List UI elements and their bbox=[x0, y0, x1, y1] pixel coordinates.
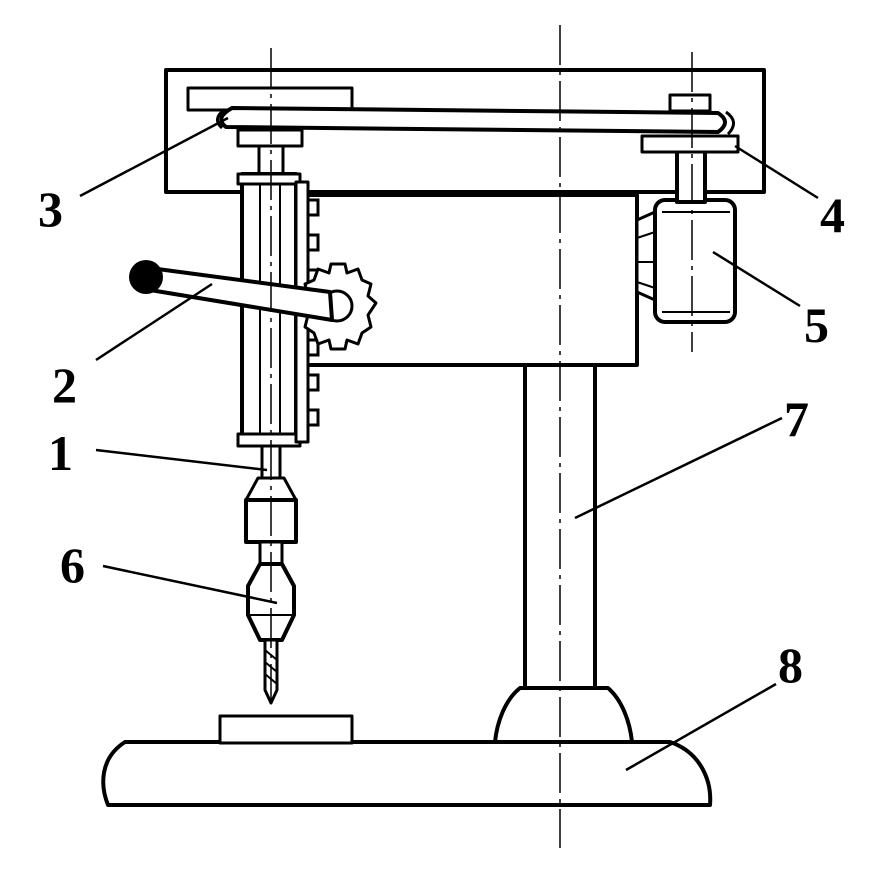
label-7: 7 bbox=[784, 391, 809, 447]
label-5: 5 bbox=[804, 297, 829, 353]
motor bbox=[653, 198, 737, 324]
motor-pulley-top bbox=[668, 93, 712, 113]
base-plate bbox=[101, 740, 713, 807]
label-1: 1 bbox=[48, 425, 73, 481]
leader-1 bbox=[95, 448, 268, 472]
label-4: 4 bbox=[820, 187, 845, 243]
label-2: 2 bbox=[52, 357, 77, 413]
label-8: 8 bbox=[778, 637, 803, 693]
quill-cap-bottom bbox=[236, 432, 302, 448]
leader-2 bbox=[95, 282, 213, 362]
column bbox=[523, 363, 597, 690]
leader-8 bbox=[625, 682, 777, 772]
leader-4 bbox=[734, 144, 819, 200]
spindle-pulley-flange bbox=[236, 128, 304, 148]
motor-shaft bbox=[675, 148, 707, 204]
leader-3 bbox=[79, 116, 229, 198]
quill-cap-top bbox=[236, 172, 302, 186]
label-6: 6 bbox=[60, 537, 85, 593]
leader-7 bbox=[574, 416, 783, 520]
motor-pulley-flange bbox=[640, 134, 740, 154]
work-table bbox=[218, 714, 354, 745]
column-foot bbox=[493, 686, 634, 744]
handle-knob bbox=[129, 260, 163, 294]
leader-5 bbox=[712, 250, 801, 308]
v-belt bbox=[219, 106, 727, 134]
leader-6 bbox=[102, 564, 278, 605]
label-3: 3 bbox=[38, 181, 63, 237]
